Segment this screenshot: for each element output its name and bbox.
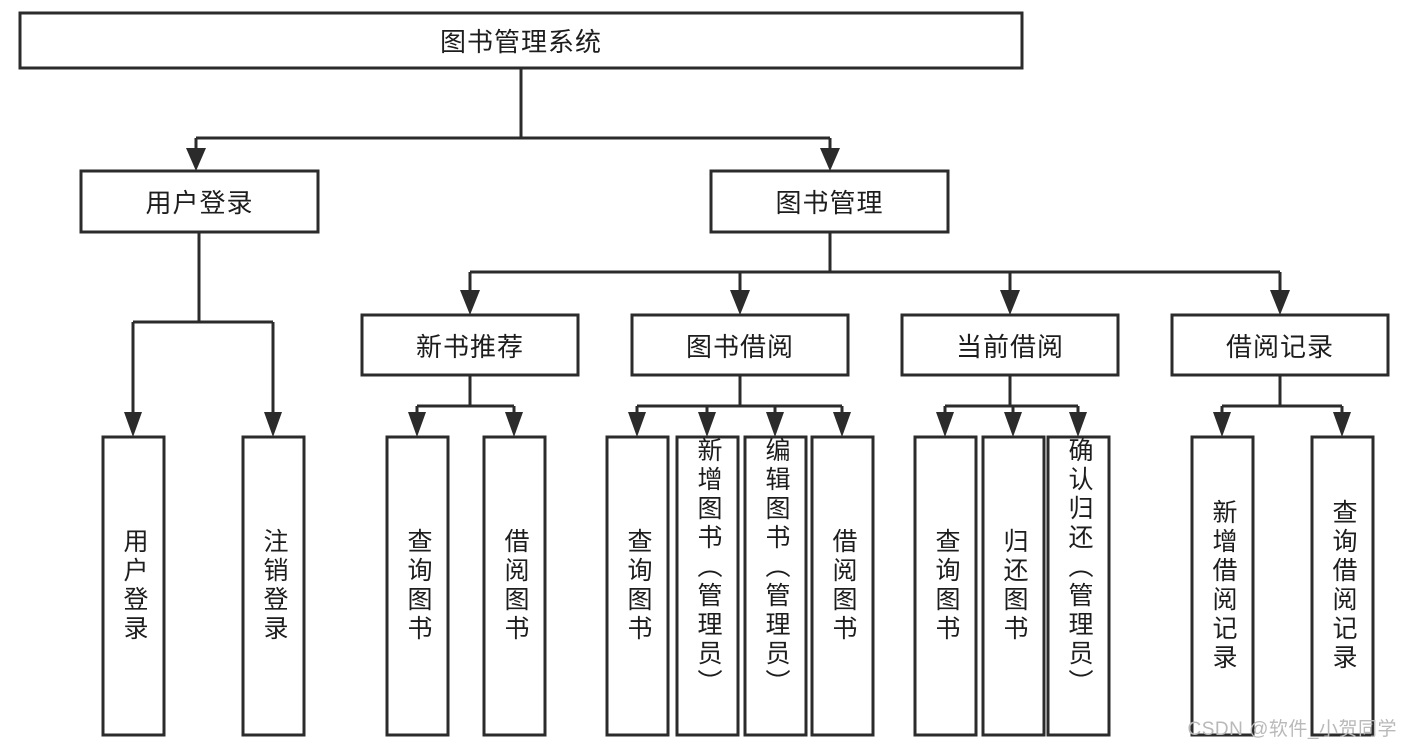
arrow-head-leaf-query-book-2: [628, 412, 646, 437]
node-box-leaf-add-book[interactable]: [675, 435, 740, 737]
connector-group-current-borrow: [936, 375, 1087, 437]
node-box-user-login[interactable]: [79, 169, 320, 234]
arrow-head-leaf-query-book-1: [408, 412, 426, 437]
arrow-head-book-borrow: [730, 290, 750, 315]
node-box-leaf-user-logout[interactable]: [241, 435, 306, 737]
node-box-leaf-borrow-book-1[interactable]: [482, 435, 547, 737]
node-box-leaf-query-book-1[interactable]: [385, 435, 450, 737]
arrow-head-borrow-record: [1270, 290, 1290, 315]
node-box-borrow-record[interactable]: [1170, 313, 1390, 377]
arrow-head-user-login: [186, 148, 206, 171]
connector-group-book-manage: [460, 232, 1290, 315]
node-box-current-borrow[interactable]: [900, 313, 1120, 377]
connector-group-new-book-rec: [408, 375, 523, 437]
node-box-leaf-user-login[interactable]: [101, 435, 166, 737]
node-box-leaf-borrow-book-2[interactable]: [810, 435, 875, 737]
connector-group-book-borrow: [628, 375, 851, 437]
arrow-head-leaf-return-book: [1004, 412, 1022, 437]
arrow-head-leaf-add-book: [698, 412, 716, 437]
arrow-head-leaf-add-record: [1213, 412, 1231, 437]
arrow-head-leaf-user-logout: [264, 412, 282, 437]
node-box-leaf-query-book-2[interactable]: [605, 435, 670, 737]
connector-group-borrow-record: [1213, 375, 1351, 437]
node-box-root[interactable]: [18, 11, 1024, 70]
connector-group-root: [186, 68, 840, 171]
node-box-leaf-query-record[interactable]: [1310, 435, 1375, 737]
arrow-head-current-borrow: [1000, 290, 1020, 315]
arrow-head-leaf-confirm-return: [1069, 412, 1087, 437]
node-box-book-manage[interactable]: [709, 169, 950, 234]
csdn-watermark: CSDN @软件_小贺同学: [1187, 719, 1397, 740]
arrow-head-leaf-borrow-book-1: [505, 412, 523, 437]
node-box-leaf-query-book-3[interactable]: [913, 435, 978, 737]
arrow-head-leaf-edit-book: [766, 412, 784, 437]
arrow-head-leaf-borrow-book-2: [833, 412, 851, 437]
arrow-head-book-manage: [820, 148, 840, 171]
arrow-head-leaf-query-record: [1333, 412, 1351, 437]
connector-group-user-login: [124, 232, 282, 437]
node-box-leaf-add-record[interactable]: [1190, 435, 1255, 737]
arrow-head-leaf-user-login: [124, 412, 142, 437]
node-box-leaf-confirm-return[interactable]: [1046, 435, 1111, 737]
arrow-head-leaf-query-book-3: [936, 412, 954, 437]
node-box-book-borrow[interactable]: [630, 313, 850, 377]
node-box-leaf-return-book[interactable]: [981, 435, 1046, 737]
node-box-new-book-rec[interactable]: [360, 313, 580, 377]
node-box-leaf-edit-book[interactable]: [743, 435, 808, 737]
arrow-head-new-book-rec: [460, 290, 480, 315]
